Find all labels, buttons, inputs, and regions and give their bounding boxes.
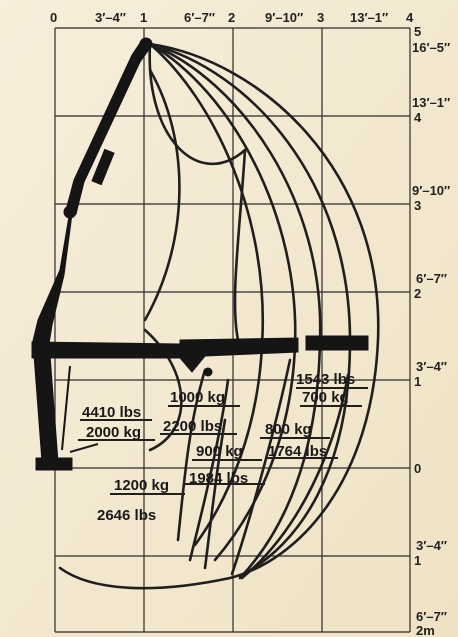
load-label-lbs: 4410 lbs <box>82 404 141 421</box>
right-axis-metric-label: 5 <box>414 24 421 39</box>
envelope-curve <box>148 42 297 562</box>
right-axis-imperial-label: 16′–5″ <box>412 40 450 55</box>
right-axis-imperial-label: 6′–7″ <box>416 271 447 286</box>
load-label-kg: 800 kg <box>265 421 312 438</box>
load-labels: 4410 lbs 2000 kg 1200 kg 2646 lbs 1000 k… <box>82 371 355 524</box>
envelope-curve <box>148 42 322 580</box>
crane-cylinder <box>91 148 115 186</box>
envelope-curve-inner <box>143 68 181 322</box>
load-label-lbs: 1764 lbs <box>268 443 327 460</box>
right-axis-imperial-label: 3′–4″ <box>416 538 447 553</box>
top-axis-metric-label: 2 <box>228 10 235 25</box>
label-pointer <box>69 443 99 453</box>
crane-cylinder-line <box>61 365 71 451</box>
crane-tip <box>139 37 153 51</box>
right-axis-metric-label: 2 <box>414 286 421 301</box>
envelope-curve-inner <box>240 373 350 580</box>
envelope-curve <box>148 42 352 578</box>
top-axis-metric-label: 4 <box>406 10 414 25</box>
right-axis-metric-label: 4 <box>414 110 422 125</box>
load-label-kg: 1200 kg <box>114 477 169 494</box>
right-axis-imperial-label: 6′–7″ <box>416 609 447 624</box>
envelope-curve-inner <box>148 42 247 342</box>
envelope-curve-inner <box>188 378 230 562</box>
envelope-curve <box>148 42 265 547</box>
top-axis-imperial-label: 3′–4″ <box>95 10 126 25</box>
top-axis: 0 1 2 3 4 3′–4″ 6′–7″ 9′–10″ 13′–1″ <box>50 10 414 25</box>
crane-hook <box>203 367 213 377</box>
crane-extension-2 <box>305 335 369 351</box>
load-label-kg: 700 kg <box>302 389 349 406</box>
right-axis: 5 16′–5″ 4 13′–1″ 3 9′–10″ 2 6′–7″ 1 3′–… <box>412 24 450 637</box>
crane-silhouette <box>31 37 369 471</box>
right-axis-imperial-label: 13′–1″ <box>412 95 450 110</box>
right-axis-metric-label: 1 <box>414 553 421 568</box>
label-underlines <box>69 387 368 495</box>
right-axis-metric-label: 0 <box>414 461 421 476</box>
crane-horizontal-boom <box>31 341 191 359</box>
right-axis-imperial-label: 3′–4″ <box>416 359 447 374</box>
top-axis-imperial-label: 9′–10″ <box>265 10 303 25</box>
envelope-curve-inner <box>230 358 292 576</box>
load-label-kg: 900 kg <box>196 443 243 460</box>
load-label-kg: 2000 kg <box>86 424 141 441</box>
envelope-curve-inner <box>203 418 227 570</box>
top-axis-metric-label: 1 <box>140 10 147 25</box>
envelope-curve-outer <box>58 42 380 590</box>
load-label-lbs: 2200 lbs <box>163 418 222 435</box>
top-axis-metric-label: 0 <box>50 10 57 25</box>
right-axis-metric-label: 3 <box>414 198 421 213</box>
right-axis-imperial-label: 9′–10″ <box>412 183 450 198</box>
right-axis-metric-label: 2m <box>416 623 435 637</box>
load-label-lbs: 1543 lbs <box>296 371 355 388</box>
top-axis-imperial-label: 13′–1″ <box>350 10 388 25</box>
load-label-kg: 1000 kg <box>170 389 225 406</box>
top-axis-imperial-label: 6′–7″ <box>184 10 215 25</box>
load-label-lbs: 1984 lbs <box>189 470 248 487</box>
top-axis-metric-label: 3 <box>317 10 324 25</box>
envelope-curve-inner <box>176 368 207 542</box>
right-axis-metric-label: 1 <box>414 374 421 389</box>
crane-extension-1 <box>179 337 299 373</box>
crane-joint <box>63 205 77 219</box>
load-label-lbs: 2646 lbs <box>97 507 156 524</box>
